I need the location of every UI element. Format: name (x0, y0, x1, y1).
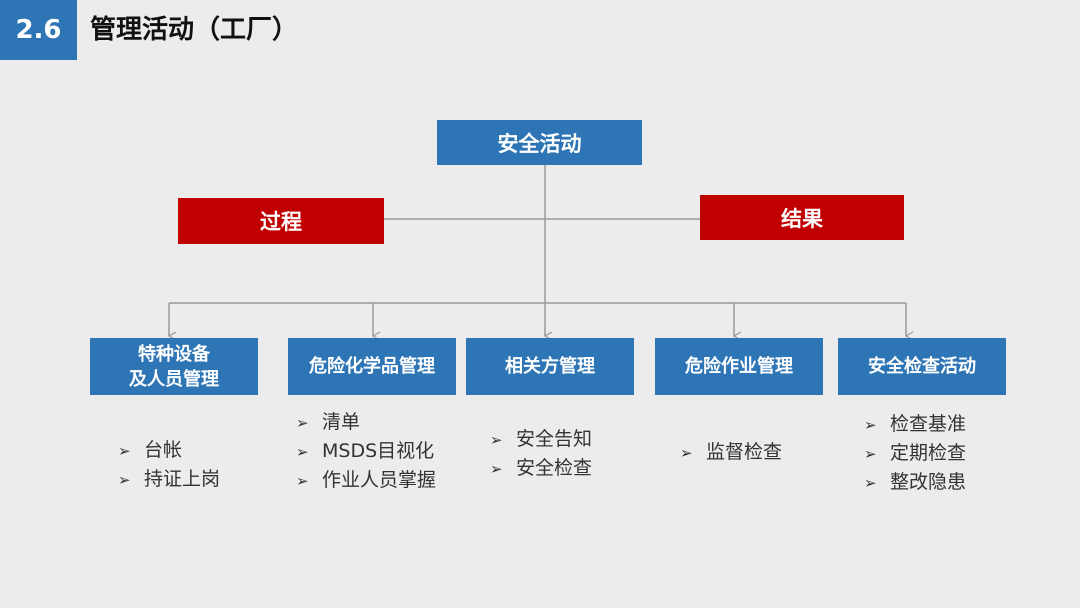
arrow-bullet-icon: ➢ (864, 416, 877, 434)
process-node: 过程 (178, 198, 384, 244)
arrow-bullet-icon: ➢ (296, 414, 309, 432)
list-item: ➢持证上岗 (118, 465, 220, 494)
result-node: 结果 (700, 195, 904, 240)
arrow-bullet-icon: ➢ (118, 442, 131, 460)
arrow-bullet-icon: ➢ (864, 445, 877, 463)
arrow-bullet-icon: ➢ (118, 471, 131, 489)
list-item: ➢检查基准 (864, 410, 966, 439)
item-list-hazardous-operations: ➢监督检查 (680, 438, 782, 467)
list-item: ➢台帐 (118, 436, 220, 465)
arrow-bullet-icon: ➢ (296, 443, 309, 461)
arrow-bullet-icon: ➢ (490, 460, 503, 478)
section-number-badge: 2.6 (0, 0, 77, 60)
item-list-special-equipment: ➢台帐 ➢持证上岗 (118, 436, 220, 494)
item-list-hazardous-chemicals: ➢清单 ➢MSDS目视化 ➢作业人员掌握 (296, 408, 436, 495)
list-item: ➢监督检查 (680, 438, 782, 467)
category-node-hazardous-chemicals: 危险化学品管理 (288, 338, 456, 395)
arrow-bullet-icon: ➢ (864, 474, 877, 492)
list-item: ➢定期检查 (864, 439, 966, 468)
root-node-safety-activity: 安全活动 (437, 120, 642, 165)
arrow-bullet-icon: ➢ (680, 444, 693, 462)
list-item: ➢MSDS目视化 (296, 437, 436, 466)
item-list-related-parties: ➢安全告知 ➢安全检查 (490, 425, 592, 483)
list-item: ➢作业人员掌握 (296, 466, 436, 495)
category-node-safety-inspection: 安全检查活动 (838, 338, 1006, 395)
arrow-bullet-icon: ➢ (296, 472, 309, 490)
category-node-related-parties: 相关方管理 (466, 338, 634, 395)
category-node-special-equipment: 特种设备 及人员管理 (90, 338, 258, 395)
page-title: 管理活动（工厂） (90, 15, 299, 45)
slide-header: 2.6 管理活动（工厂） (0, 0, 1080, 60)
list-item: ➢清单 (296, 408, 436, 437)
category-node-hazardous-operations: 危险作业管理 (655, 338, 823, 395)
list-item: ➢整改隐患 (864, 468, 966, 497)
arrow-bullet-icon: ➢ (490, 431, 503, 449)
list-item: ➢安全检查 (490, 454, 592, 483)
list-item: ➢安全告知 (490, 425, 592, 454)
item-list-safety-inspection: ➢检查基准 ➢定期检查 ➢整改隐患 (864, 410, 966, 497)
